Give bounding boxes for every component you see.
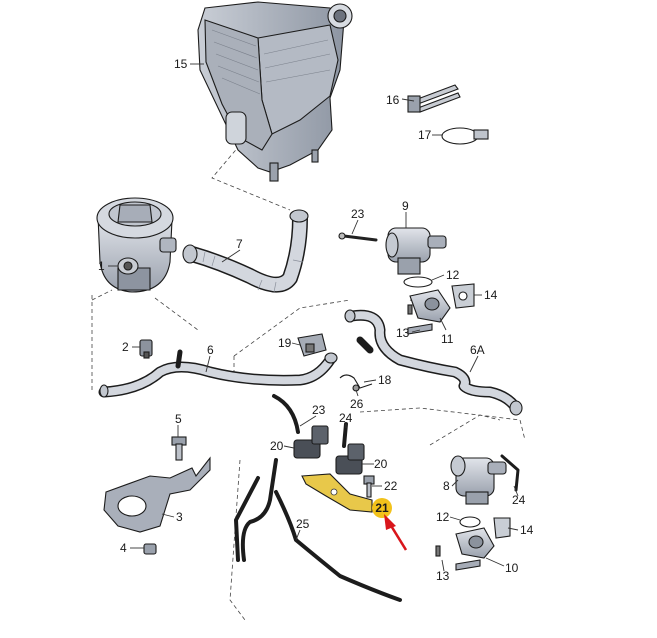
- callout-14-top: 14: [484, 288, 498, 302]
- callout-3: 3: [176, 510, 183, 524]
- combination-valve-top: [385, 227, 447, 275]
- callout-19: 19: [278, 336, 292, 350]
- callout-14-bot: 14: [520, 523, 534, 537]
- callout-6: 6: [207, 343, 214, 357]
- pressure-hose-6a: [344, 309, 523, 416]
- callout-23-top: 23: [351, 207, 365, 221]
- hose-clamp-part: [441, 127, 489, 145]
- callout-8: 8: [443, 479, 450, 493]
- cable-tie-part: [407, 84, 461, 113]
- callout-20-right: 20: [374, 457, 388, 471]
- callout-24-mid: 24: [339, 411, 353, 425]
- solenoid-valve-right: [335, 443, 365, 475]
- air-filter-housing: [197, 1, 353, 182]
- callout-24-right: 24: [512, 493, 526, 507]
- solenoid-valve-left: [293, 425, 329, 459]
- callout-25: 25: [296, 517, 310, 531]
- bolt-part-22: [363, 475, 375, 498]
- callout-11: 11: [441, 332, 454, 346]
- intake-hose: [182, 209, 309, 293]
- bracket-part-21-highlighted: [301, 473, 373, 513]
- highlight-badge: [372, 498, 392, 518]
- highlight-label-21: 21: [375, 501, 389, 515]
- highlight-callout-21: 21: [372, 498, 408, 551]
- red-arrow-icon: [388, 523, 408, 551]
- callout-22: 22: [384, 479, 398, 493]
- callout-12-top: 12: [446, 268, 460, 282]
- pressure-hose-6: [98, 349, 338, 398]
- callout-13-bot: 13: [436, 569, 450, 583]
- sensor-part-2: [139, 339, 153, 359]
- callout-4: 4: [120, 541, 127, 555]
- callout-18: 18: [378, 373, 392, 387]
- callout-20-left: 20: [270, 439, 284, 453]
- wiring-harness-mid: [272, 394, 348, 448]
- bracket-part-19: [297, 333, 327, 357]
- callout-9: 9: [402, 199, 409, 213]
- valve-gasket-assembly-bottom: [435, 516, 511, 571]
- callout-labels: 15 16 17 23 9 7 1 12 14 13 11 2 19 6 6A …: [98, 57, 534, 583]
- callout-26: 26: [350, 397, 364, 411]
- callout-6a: 6A: [470, 343, 485, 357]
- heat-shield-bracket: [103, 456, 211, 533]
- red-arrowhead-icon: [384, 514, 396, 530]
- wiring-loom-25: [234, 458, 402, 602]
- nut-part-4: [143, 543, 157, 555]
- callout-10: 10: [505, 561, 519, 575]
- callout-15: 15: [174, 57, 188, 71]
- clamp-bracket-18-26: [339, 374, 373, 392]
- callout-16: 16: [386, 93, 400, 107]
- callout-7: 7: [236, 237, 243, 251]
- bolt-part-5: [171, 436, 187, 461]
- callout-5: 5: [175, 412, 182, 426]
- secondary-air-pump: [96, 197, 177, 293]
- combination-valve-lower: [450, 454, 520, 505]
- callout-23-mid: 23: [312, 403, 326, 417]
- callout-12-bot: 12: [436, 510, 450, 524]
- leader-lines: [108, 63, 519, 572]
- valve-gasket-assembly-top: [403, 276, 475, 335]
- callout-2: 2: [122, 340, 129, 354]
- callout-17: 17: [418, 128, 432, 142]
- callout-1: 1: [98, 259, 105, 273]
- wiring-clip-top: [338, 232, 378, 242]
- callout-13-top: 13: [396, 326, 410, 340]
